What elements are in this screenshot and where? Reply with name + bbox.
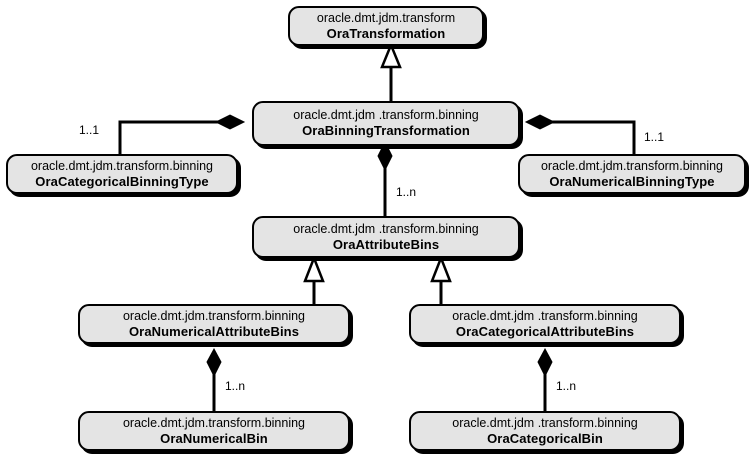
class-box-ora-numerical-bin[interactable]: oracle.dmt.jdm.transform.binning OraNume… xyxy=(78,411,350,451)
composition-numerical-attribute-bins-bin xyxy=(206,347,222,412)
composition-binning-numerical-type xyxy=(524,114,636,155)
class-package-label: oracle.dmt.jdm .transform.binning xyxy=(452,308,638,323)
composition-categorical-attribute-bins-bin xyxy=(537,347,553,412)
class-package-label: oracle.dmt.jdm .transform.binning xyxy=(293,221,479,236)
class-package-label: oracle.dmt.jdm.transform xyxy=(316,10,456,25)
composition-binning-attribute-bins xyxy=(377,140,393,218)
generalization-categorical-attribute-bins xyxy=(430,254,452,305)
class-name-label: OraBinningTransformation xyxy=(302,123,470,138)
class-package-label: oracle.dmt.jdm.transform.binning xyxy=(122,308,306,323)
multiplicity-label-categorical-bin: 1..n xyxy=(556,379,577,393)
multiplicity-label-numerical-binning-type: 1..1 xyxy=(644,130,665,144)
class-name-label: OraCategoricalBin xyxy=(487,430,603,446)
class-name-label: OraNumericalBin xyxy=(160,430,268,446)
class-box-ora-categorical-bin[interactable]: oracle.dmt.jdm .transform.binning OraCat… xyxy=(409,411,681,451)
class-box-ora-binning-transformation[interactable]: oracle.dmt.jdm .transform.binning OraBin… xyxy=(252,101,520,146)
multiplicity-label-attribute-bins: 1..n xyxy=(396,185,417,199)
class-name-label: OraNumericalAttributeBins xyxy=(128,323,300,339)
class-name-label: OraCategoricalAttributeBins xyxy=(455,323,635,339)
class-box-ora-numerical-binning-type[interactable]: oracle.dmt.jdm.transform.binning OraNume… xyxy=(518,154,746,194)
class-box-ora-numerical-attribute-bins[interactable]: oracle.dmt.jdm.transform.binning OraNume… xyxy=(78,304,350,344)
multiplicity-label-categorical-binning-type: 1..1 xyxy=(79,123,100,137)
composition-binning-categorical-type xyxy=(118,114,246,155)
class-package-label: oracle.dmt.jdm.transform.binning xyxy=(540,158,724,173)
class-box-ora-categorical-attribute-bins[interactable]: oracle.dmt.jdm .transform.binning OraCat… xyxy=(409,304,681,344)
class-box-ora-attribute-bins[interactable]: oracle.dmt.jdm .transform.binning OraAtt… xyxy=(252,216,520,258)
class-package-label: oracle.dmt.jdm .transform.binning xyxy=(452,415,638,430)
class-box-ora-transformation[interactable]: oracle.dmt.jdm.transform OraTransformati… xyxy=(288,6,484,46)
class-package-label: oracle.dmt.jdm.transform.binning xyxy=(30,158,214,173)
generalization-numerical-attribute-bins xyxy=(303,254,325,305)
class-package-label: oracle.dmt.jdm .transform.binning xyxy=(293,108,479,122)
class-name-label: OraNumericalBinningType xyxy=(549,173,715,189)
class-box-ora-categorical-binning-type[interactable]: oracle.dmt.jdm.transform.binning OraCate… xyxy=(6,154,238,194)
multiplicity-label-numerical-bin: 1..n xyxy=(225,379,246,393)
class-name-label: OraTransformation xyxy=(326,25,446,41)
class-package-label: oracle.dmt.jdm.transform.binning xyxy=(122,415,306,430)
generalization-binning-to-transformation xyxy=(380,41,402,102)
class-name-label: OraAttributeBins xyxy=(332,236,440,252)
class-name-label: OraCategoricalBinningType xyxy=(35,173,209,189)
